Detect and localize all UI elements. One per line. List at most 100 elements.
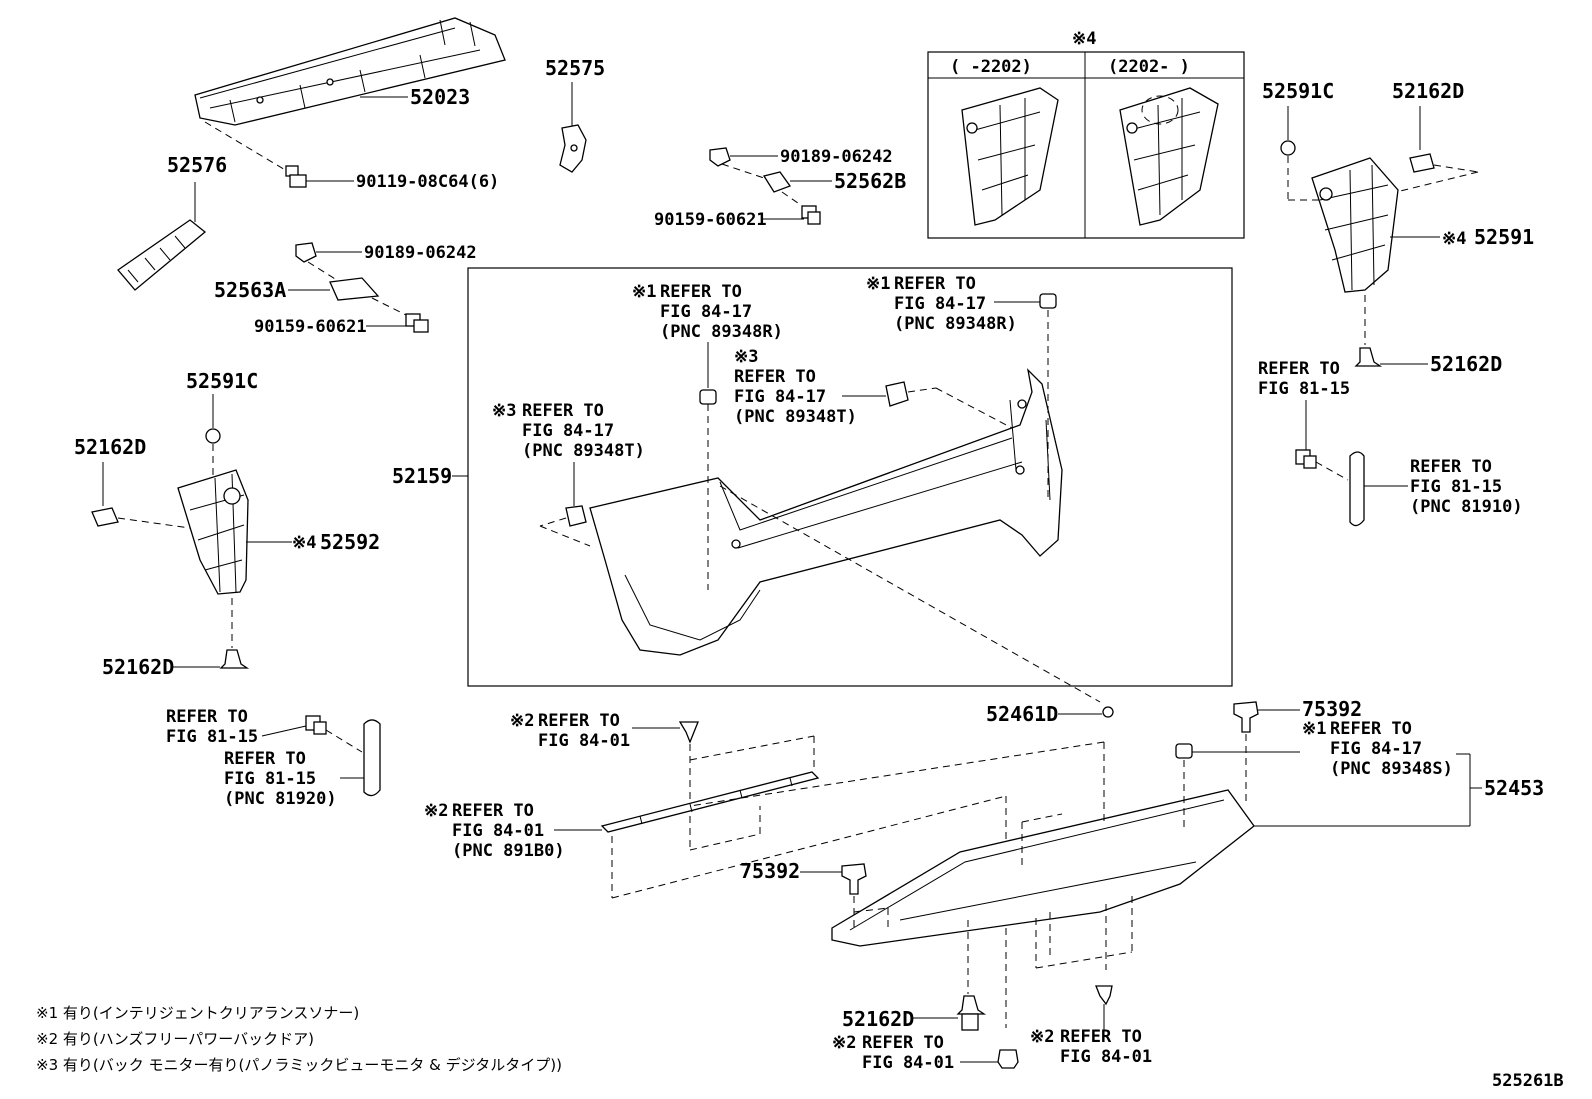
part-52159-label[interactable]: 52159	[392, 464, 452, 488]
ref11-line3: (PNC 89348S)	[1330, 759, 1453, 779]
ref8-line2: FIG 81-15	[224, 769, 316, 789]
part-52023-label[interactable]: 52023	[410, 85, 470, 109]
screw-right-drawing	[1295, 449, 1317, 469]
inset-bracket-late-drawing	[1119, 87, 1219, 226]
part-52591C-left-label[interactable]: 52591C	[186, 369, 258, 393]
part-52461D-label[interactable]: 52461D	[986, 702, 1058, 726]
part-52575-label[interactable]: 52575	[545, 56, 605, 80]
part-52162D-bottom-label[interactable]: 52162D	[842, 1007, 914, 1031]
ref13-line2: FIG 84-01	[1060, 1047, 1152, 1067]
ref7-line2: FIG 81-15	[166, 727, 258, 747]
footnote-2: ※2 有り(ハンズフリーパワーバックドア)	[36, 1030, 314, 1048]
mark-2-c: ※2	[832, 1033, 856, 1053]
part-52453-label[interactable]: 52453	[1484, 776, 1544, 800]
bracket-52575-drawing	[559, 124, 587, 173]
mark-3-a: ※3	[734, 347, 758, 367]
reflector-right-drawing	[1349, 451, 1365, 527]
ref4-line1: REFER TO	[522, 401, 604, 421]
mark-2-a: ※2	[510, 711, 534, 731]
part-52591-label[interactable]: 52591	[1474, 225, 1534, 249]
part-52576-label[interactable]: 52576	[167, 153, 227, 177]
part-75392-b-label[interactable]: 75392	[740, 859, 800, 883]
clip-52162D-right1-drawing	[1409, 153, 1435, 173]
ref7-line1: REFER TO	[166, 707, 248, 727]
ref11-line1: REFER TO	[1330, 719, 1412, 739]
bracket-52563A-drawing	[329, 277, 380, 301]
mark-1-a: ※1	[632, 282, 656, 302]
clip-84-01-a-drawing	[678, 721, 699, 744]
ref10-line2: FIG 84-01	[452, 821, 544, 841]
part-52563A-label[interactable]: 52563A	[214, 278, 286, 302]
bolt-90159-a-drawing	[801, 205, 821, 225]
mark-1-b: ※1	[866, 274, 890, 294]
sensor-89348S-drawing	[1175, 743, 1193, 759]
part-75392-a-label[interactable]: 75392	[1302, 697, 1362, 721]
inset-bracket-early-drawing	[961, 87, 1059, 226]
part-52162D-right2-label[interactable]: 52162D	[1430, 352, 1502, 376]
clip-75392-a-drawing	[1233, 701, 1259, 733]
mark-1-c: ※1	[1302, 719, 1326, 739]
part-52562B-label[interactable]: 52562B	[834, 169, 906, 193]
ref10-line3: (PNC 891B0)	[452, 841, 565, 861]
clip-52162D-left1-drawing	[91, 507, 119, 527]
clip-52162D-left2-drawing	[219, 649, 250, 669]
diagram-id: 525261B	[1492, 1071, 1564, 1091]
part-52592-label[interactable]: 52592	[320, 530, 380, 554]
sensor-89348R-a-drawing	[699, 389, 717, 405]
footnote-3: ※3 有り(バック モニター有り(パノラミックビューモニタ & デジタルタイプ)…	[36, 1056, 562, 1074]
mark-2-d: ※2	[1030, 1027, 1054, 1047]
screw-left-drawing	[305, 715, 327, 735]
sensor-89348R-b-drawing	[1039, 293, 1057, 309]
inset-col2-label: (2202- )	[1108, 57, 1190, 77]
camera-89348T-b-drawing	[565, 505, 587, 527]
ref6-line2: FIG 81-15	[1410, 477, 1502, 497]
ref2-line2: FIG 84-17	[894, 294, 986, 314]
ref3-line1: REFER TO	[734, 367, 816, 387]
ref3-line3: (PNC 89348T)	[734, 407, 857, 427]
part-90189-b-label[interactable]: 90189-06242	[364, 243, 477, 263]
mark-4-52591: ※4	[1442, 229, 1466, 249]
ref6-line1: REFER TO	[1410, 457, 1492, 477]
mark-2-b: ※2	[424, 801, 448, 821]
bracket-52591-drawing	[1311, 157, 1399, 293]
ref12-line2: FIG 84-01	[862, 1053, 954, 1073]
ref13-line1: REFER TO	[1060, 1027, 1142, 1047]
ref2-line3: (PNC 89348R)	[894, 314, 1017, 334]
mark-3-b: ※3	[492, 401, 516, 421]
part-90159-b-label[interactable]: 90159-60621	[254, 317, 367, 337]
reflector-left-drawing	[363, 719, 381, 797]
ref5-line2: FIG 81-15	[1258, 379, 1350, 399]
part-90159-a-label[interactable]: 90159-60621	[654, 210, 767, 230]
ref5-line1: REFER TO	[1258, 359, 1340, 379]
part-52162D-right1-label[interactable]: 52162D	[1392, 79, 1464, 103]
ref2-line1: REFER TO	[894, 274, 976, 294]
bumper-cover-drawing	[589, 368, 1063, 656]
clip-52461D	[1102, 706, 1114, 718]
part-90119-label[interactable]: 90119-08C64(6)	[356, 172, 499, 192]
mark-4-inset: ※4	[1072, 29, 1096, 49]
part-52591C-right-label[interactable]: 52591C	[1262, 79, 1334, 103]
mark-4-52592: ※4	[292, 533, 316, 553]
ref4-line2: FIG 84-17	[522, 421, 614, 441]
ref10-line1: REFER TO	[452, 801, 534, 821]
part-52162D-left2-label[interactable]: 52162D	[102, 655, 174, 679]
clip-90189-a-drawing	[709, 147, 731, 167]
nut-52591C-left	[205, 428, 221, 444]
ref8-line1: REFER TO	[224, 749, 306, 769]
lower-bumper-drawing	[831, 789, 1255, 947]
ref4-line3: (PNC 89348T)	[522, 441, 645, 461]
bolt-90159-b-drawing	[405, 313, 429, 333]
bracket-52592-drawing	[177, 469, 249, 595]
part-90189-a-label[interactable]: 90189-06242	[780, 147, 893, 167]
clip-52162D-right2-drawing	[1354, 347, 1383, 367]
clip-90189-b-drawing	[295, 242, 317, 263]
part-52162D-left1-label[interactable]: 52162D	[74, 435, 146, 459]
bracket-52562B-drawing	[762, 171, 792, 193]
ref12-line1: REFER TO	[862, 1033, 944, 1053]
ref1-line1: REFER TO	[660, 282, 742, 302]
bumper-cover-box	[467, 267, 1233, 687]
ref11-line2: FIG 84-17	[1330, 739, 1422, 759]
ref8-line3: (PNC 81920)	[224, 789, 337, 809]
